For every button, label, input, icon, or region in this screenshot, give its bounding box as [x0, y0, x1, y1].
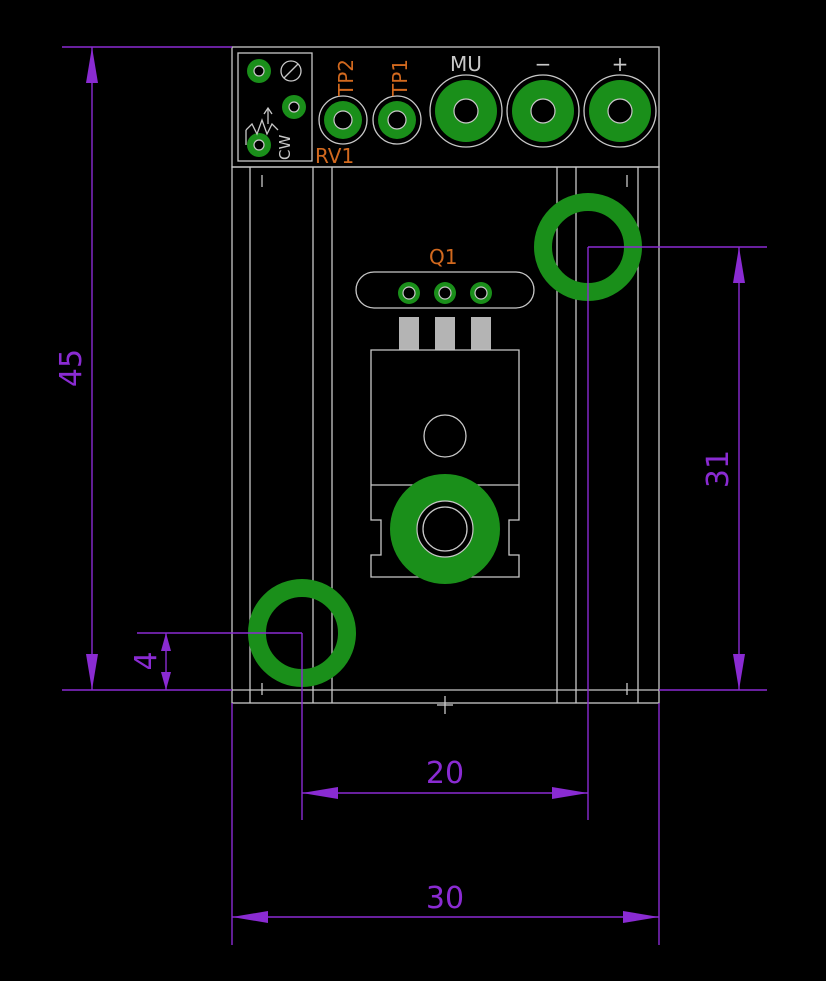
- trimpot-rv1: CW RV1: [237, 52, 354, 168]
- dimension-hole-spacing-y: 31: [588, 246, 767, 691]
- terminal-mu-label: MU: [450, 52, 482, 76]
- trimpot-cw-label: CW: [276, 135, 294, 160]
- test-point-tp2: TP2: [318, 59, 368, 145]
- trimpot-ref-label: RV1: [315, 144, 354, 168]
- dimension-hole-spacing-x-value: 20: [426, 756, 464, 791]
- test-point-tp1: TP1: [372, 59, 422, 145]
- transistor-q1: Q1: [355, 245, 535, 584]
- tp2-ref-label: TP2: [334, 59, 358, 97]
- dimension-hole-offset: 4: [129, 632, 302, 690]
- dimension-hole-spacing-x: 20: [301, 247, 589, 820]
- q1-ref-label: Q1: [429, 245, 457, 269]
- dimension-width-overall: 30: [231, 703, 660, 945]
- board-outline: [231, 46, 660, 714]
- dimension-hole-offset-value: 4: [129, 651, 164, 670]
- terminal-plus: +: [583, 52, 657, 148]
- dimension-height-overall-value: 45: [54, 349, 89, 387]
- dimension-width-overall-value: 30: [426, 881, 464, 916]
- dimension-hole-spacing-y-value: 31: [701, 450, 736, 488]
- dimension-height-overall: 45: [54, 46, 232, 691]
- tp1-ref-label: TP1: [388, 59, 412, 97]
- terminal-minus-label: −: [535, 52, 552, 76]
- terminal-mu: MU: [429, 52, 503, 148]
- terminal-minus: −: [506, 52, 580, 148]
- terminal-plus-label: +: [612, 52, 629, 76]
